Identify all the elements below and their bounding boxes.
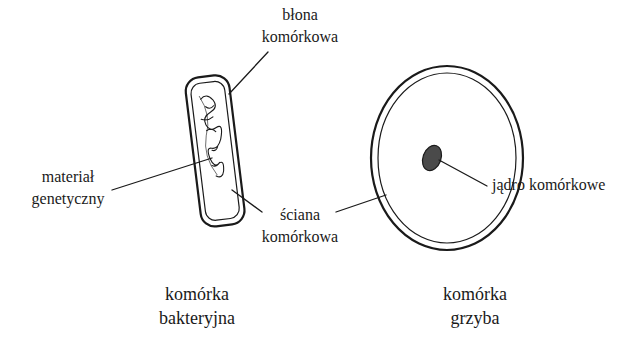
part-label: ściana komórkowa — [248, 204, 353, 247]
cell-caption: komórka grzyba — [425, 282, 525, 331]
part-label: materiał genetyczny — [23, 166, 113, 209]
part-label: jądro komórkowe — [492, 174, 605, 196]
bacterial-cell — [184, 74, 246, 228]
part-label: błona komórkowa — [248, 4, 353, 47]
leader-lines — [112, 52, 487, 212]
fungal-cell — [371, 66, 523, 250]
cell-caption: komórka bakteryjna — [142, 282, 252, 331]
